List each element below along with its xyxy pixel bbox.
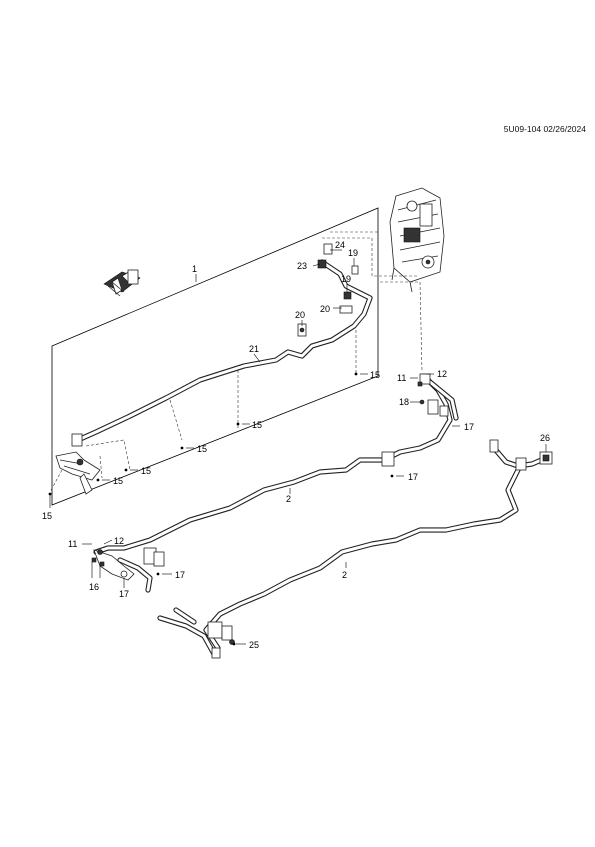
callout-1: 1 bbox=[192, 264, 197, 274]
callout-23: 23 bbox=[297, 261, 307, 271]
callout-15e: 15 bbox=[113, 476, 123, 486]
orientation-icon bbox=[103, 269, 141, 297]
callout-19a: 19 bbox=[348, 248, 358, 258]
fitting-group-rear-left bbox=[55, 433, 101, 495]
callout-24: 24 bbox=[335, 240, 345, 250]
callout-20b: 20 bbox=[320, 304, 330, 314]
callout-20a: 20 bbox=[295, 310, 305, 320]
document-id: 5U09-104 02/26/2024 bbox=[503, 124, 586, 134]
callout-15f: 15 bbox=[42, 511, 52, 521]
callout-16: 16 bbox=[89, 582, 99, 592]
fitting-group-right bbox=[489, 439, 553, 471]
assembly-frame bbox=[51, 207, 379, 506]
callout-17c: 17 bbox=[175, 570, 185, 580]
pipe-21 bbox=[75, 259, 373, 443]
callout-11b: 11 bbox=[68, 539, 77, 549]
callout-15d: 15 bbox=[141, 466, 151, 476]
callout-2a: 2 bbox=[286, 494, 291, 504]
callout-17d: 17 bbox=[119, 589, 129, 599]
callout-15b: 15 bbox=[252, 420, 262, 430]
callout-11a: 11 bbox=[397, 373, 406, 383]
callout-17b: 17 bbox=[408, 472, 418, 482]
callout-labels: 1 2 2 11 11 12 12 15 15 15 15 15 15 16 1… bbox=[42, 240, 550, 650]
callout-21: 21 bbox=[249, 344, 259, 354]
callout-17a: 17 bbox=[464, 422, 474, 432]
pipe-2-upper bbox=[93, 373, 453, 555]
callout-26: 26 bbox=[540, 433, 550, 443]
leader-dots bbox=[48, 372, 394, 646]
hvac-module bbox=[389, 187, 445, 293]
callout-15a: 15 bbox=[370, 370, 380, 380]
leader-lines bbox=[49, 249, 547, 645]
callout-25: 25 bbox=[249, 640, 259, 650]
callout-12b: 12 bbox=[114, 536, 124, 546]
callout-15c: 15 bbox=[197, 444, 207, 454]
callout-2b: 2 bbox=[342, 570, 347, 580]
callout-18: 18 bbox=[399, 397, 409, 407]
pipe-2-lower bbox=[203, 445, 549, 651]
fitting-group-front-left bbox=[91, 547, 165, 593]
callout-12a: 12 bbox=[437, 369, 447, 379]
callout-19b: 19 bbox=[341, 274, 351, 284]
fitting-group-lower bbox=[157, 607, 235, 659]
